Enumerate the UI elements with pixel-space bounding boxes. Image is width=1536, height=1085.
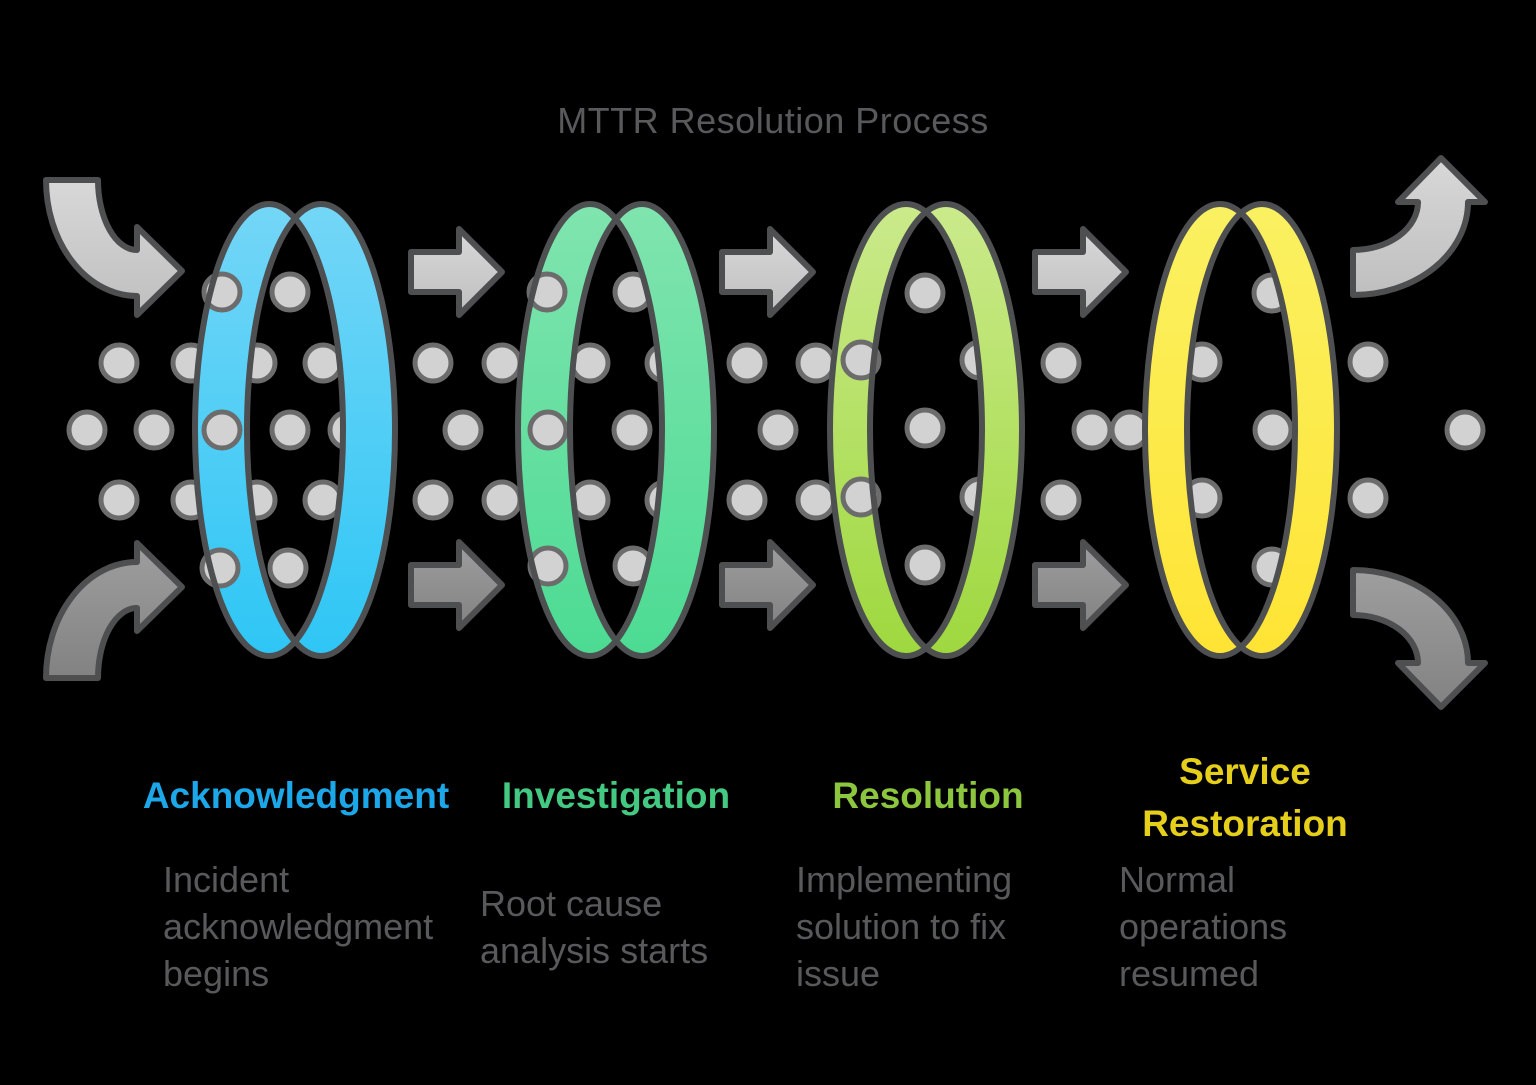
ring-outline <box>244 201 398 659</box>
dot <box>481 342 523 384</box>
flow-arrow-bottom-3 arrow-right-icon <box>1032 539 1129 631</box>
stage-label-investigation: Investigation <box>501 775 731 816</box>
flow-arrow-top-3 arrow-right-icon <box>1032 226 1129 318</box>
stage-label-service-restoration: Service Restoration <box>1142 751 1348 844</box>
dot <box>412 479 454 521</box>
dot <box>98 342 140 384</box>
dot <box>795 479 837 521</box>
ring-outline <box>192 201 346 659</box>
exit-arrow-top curved-arrow-up-icon <box>1350 155 1488 298</box>
ring-outline <box>827 201 985 659</box>
dot <box>1444 409 1486 451</box>
ring-band <box>195 204 395 656</box>
dot <box>412 342 454 384</box>
dot <box>269 409 311 451</box>
dot <box>795 342 837 384</box>
dot <box>1040 342 1082 384</box>
stage-label-acknowledgment: Acknowledgment <box>142 775 450 816</box>
ring-band <box>1144 203 1337 657</box>
dot <box>1071 409 1113 451</box>
ring-band <box>518 204 714 656</box>
stage-ring-1 <box>192 201 398 659</box>
ring-outline <box>1142 201 1298 659</box>
flow-arrow-top-1 arrow-right-icon <box>408 226 505 318</box>
dot <box>904 544 946 586</box>
exit-arrow-bottom curved-arrow-down-icon <box>1350 567 1488 710</box>
dot <box>1347 477 1389 519</box>
dot <box>904 272 946 314</box>
stage-label-resolution: Resolution <box>832 775 1024 816</box>
dot <box>481 479 523 521</box>
ring-outline <box>567 201 717 659</box>
dot <box>442 409 484 451</box>
diagram-title: MTTR Resolution Process <box>557 100 989 141</box>
dot <box>1040 479 1082 521</box>
dot-lattice <box>66 271 1486 589</box>
dot <box>66 409 108 451</box>
rim-dot <box>527 409 569 451</box>
dot <box>1347 341 1389 383</box>
dot <box>269 271 311 313</box>
dot <box>267 547 309 589</box>
dot <box>757 409 799 451</box>
entry-arrow-top curved-arrow-down-right-icon <box>43 177 185 318</box>
rim-dot <box>201 409 243 451</box>
flow-arrow-top-2 arrow-right-icon <box>719 226 816 318</box>
dot <box>726 342 768 384</box>
stage-ring-4 <box>1142 201 1340 659</box>
flow-arrow-bottom-1 arrow-right-icon <box>408 539 505 631</box>
stage-ring-3 <box>827 201 1025 659</box>
dot <box>1252 409 1294 451</box>
ring-outline <box>515 201 665 659</box>
dot <box>611 409 653 451</box>
stage-description-acknowledgment: Incident acknowledgment begins <box>163 859 434 994</box>
dot <box>133 409 175 451</box>
entry-arrow-bottom curved-arrow-up-right-icon <box>43 540 185 681</box>
stage-description-service-restoration: Normal operations resumed <box>1119 859 1288 994</box>
stage-ring-2 <box>515 201 717 659</box>
dot <box>726 479 768 521</box>
flow-arrow-bottom-2 arrow-right-icon <box>719 539 816 631</box>
ring-outline <box>867 201 1025 659</box>
dot <box>904 407 946 449</box>
ring-outline <box>1184 201 1340 659</box>
dot <box>98 479 140 521</box>
stage-description-investigation: Root cause analysis starts <box>480 883 709 971</box>
stage-description-resolution: Implementing solution to fix issue <box>796 859 1013 994</box>
